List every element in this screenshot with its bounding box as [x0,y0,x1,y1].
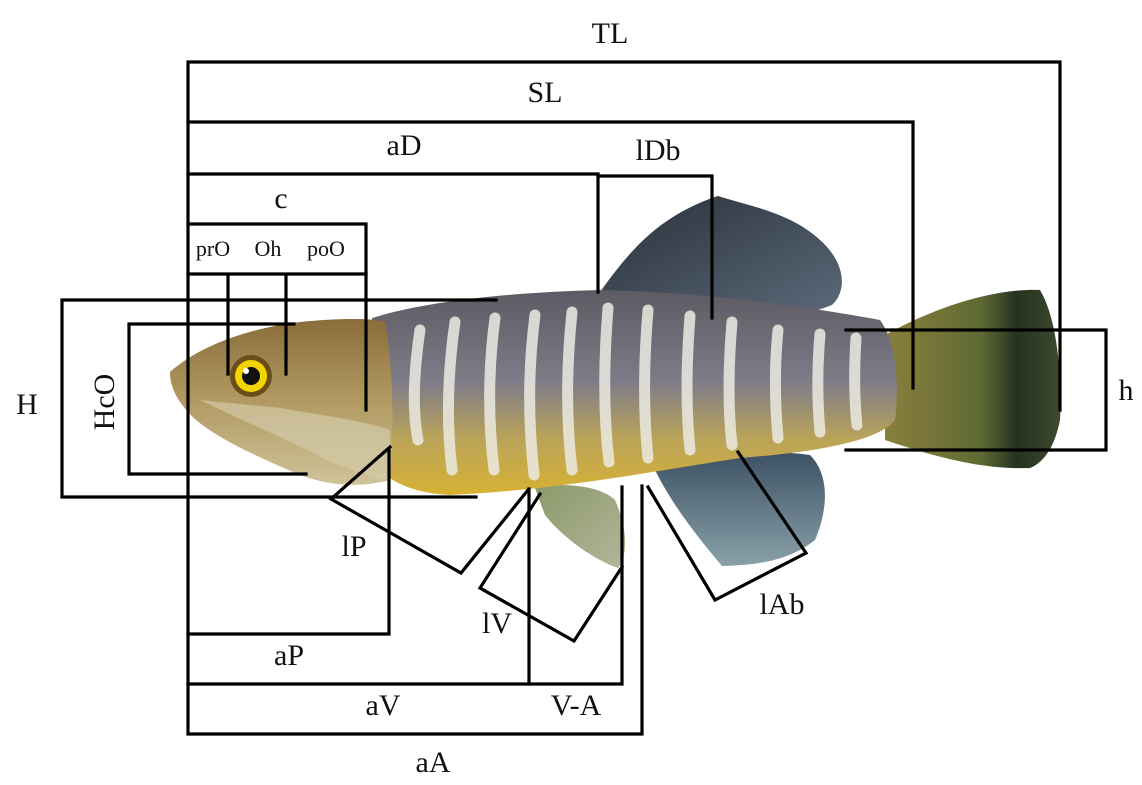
label-h: h [1119,374,1134,407]
anal-fin [655,452,825,566]
label-c: c [274,182,287,215]
label-aA: aA [416,746,451,779]
label-aV: aV [366,689,401,722]
label-HcO: HcO [88,374,121,431]
label-lAb: lAb [760,588,805,621]
fish-illustration [170,196,1060,568]
label-Oh: Oh [255,236,282,261]
eye-icon [230,355,272,397]
label-lDb: lDb [636,134,681,167]
label-aD: aD [387,129,422,162]
label-V-A: V-A [551,689,602,722]
caudal-fin [885,290,1060,468]
label-H: H [16,388,38,421]
pelvic-fin [535,485,625,568]
label-TL: TL [592,17,629,50]
label-SL: SL [527,76,562,109]
label-aP: aP [274,639,304,672]
label-lV: lV [482,607,512,640]
label-lP: lP [341,530,366,563]
label-poO: poO [307,236,345,261]
label-prO: prO [196,236,230,261]
